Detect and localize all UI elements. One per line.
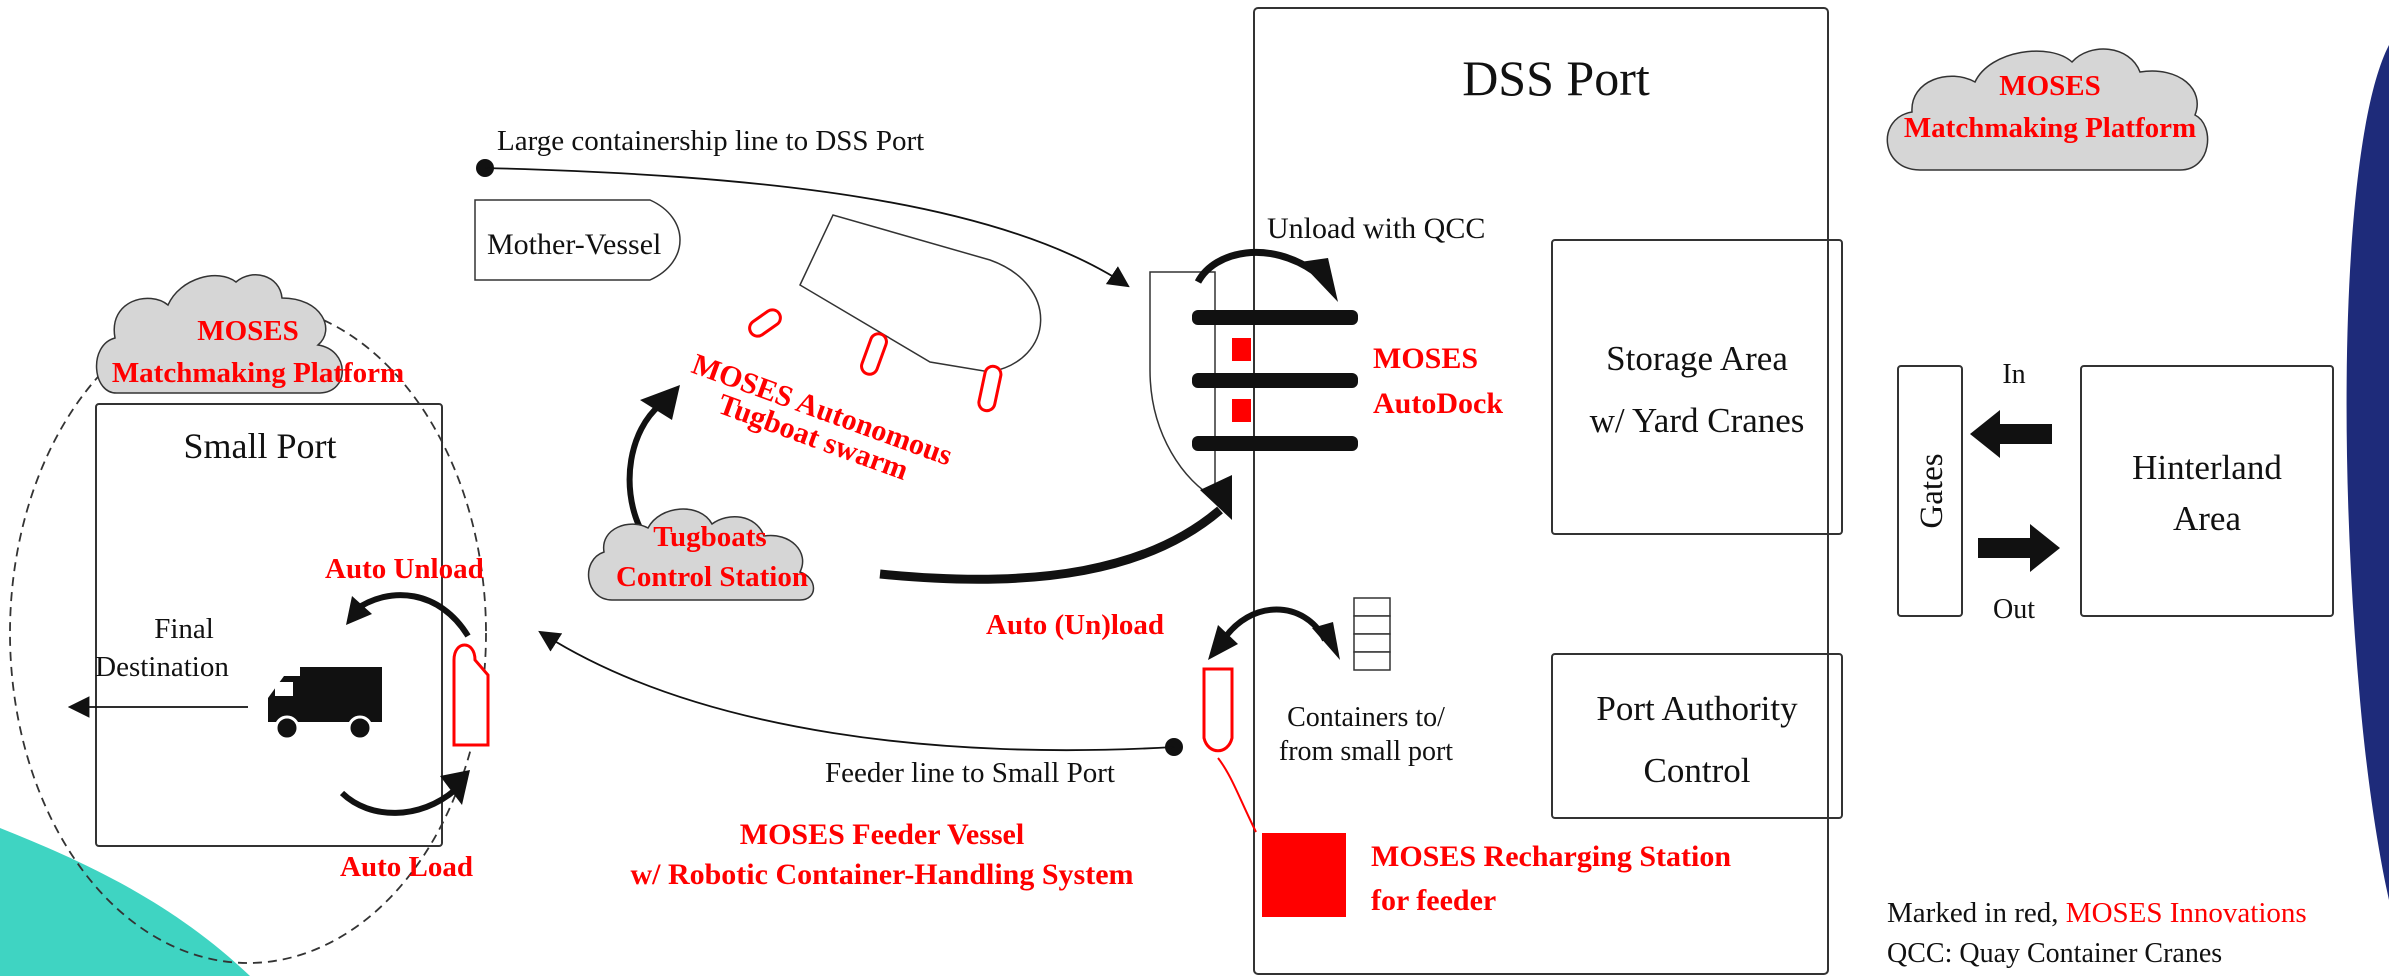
unload-arrow — [1194, 249, 1318, 284]
tugboat-1 — [748, 308, 782, 338]
port-authority-line2: Control — [1644, 751, 1751, 790]
tug-control-to-swarm-head — [640, 385, 680, 420]
auto-unload-label: Auto Unload — [325, 553, 484, 585]
mother-vessel-label: Mother-Vessel — [487, 228, 661, 261]
final-destination-line1: Final — [154, 613, 214, 645]
container-stack-4 — [1353, 651, 1391, 671]
tug-control-to-swarm-arrow — [626, 402, 662, 530]
feeder-vessel-line1: MOSES Feeder Vessel — [740, 818, 1024, 851]
legend-prefix: Marked in red, — [1887, 897, 2066, 929]
dss-port-title: DSS Port — [1462, 50, 1650, 106]
unload-qcc-label: Unload with QCC — [1267, 212, 1485, 245]
feeder-vessel-small-port — [452, 643, 490, 747]
gates-box — [1897, 365, 1963, 617]
mother-vessel-shape — [474, 199, 681, 281]
legend-highlight: MOSES Innovations — [2066, 897, 2307, 929]
quay-crane-2 — [1192, 373, 1358, 388]
hinterland-line2: Area — [2173, 499, 2241, 538]
tugboat-3 — [977, 364, 1003, 413]
auto-unload-dss-head-left — [1208, 625, 1238, 660]
port-authority-line1: Port Authority — [1596, 689, 1798, 728]
small-port-cloud-line1: MOSES — [197, 315, 299, 347]
auto-unload-dss-arrow — [1219, 606, 1328, 644]
in-label: In — [2002, 359, 2025, 390]
container-stack-1 — [1353, 597, 1391, 617]
recharging-line2: for feeder — [1371, 884, 1496, 917]
tugboat-2 — [860, 332, 888, 376]
small-port-cloud-line2: Matchmaking Platform — [112, 357, 404, 389]
large-line-arrow — [484, 167, 1130, 288]
hinterland-line1: Hinterland — [2132, 448, 2282, 487]
top-right-cloud-line2: Matchmaking Platform — [1904, 112, 2196, 144]
containers-line1: Containers to/ — [1287, 702, 1445, 733]
autodock-line2: AutoDock — [1373, 387, 1503, 420]
storage-area-line1: Storage Area — [1606, 339, 1788, 378]
legend-line1: Marked in red, MOSES Innovations — [1887, 897, 2307, 929]
out-arrow — [1978, 524, 2060, 572]
auto-load-label: Auto Load — [340, 851, 473, 883]
gates-label: Gates — [1914, 453, 1950, 528]
port-authority-box — [1551, 653, 1843, 819]
storage-area-line2: w/ Yard Cranes — [1590, 401, 1805, 440]
auto-unload-dss-head-right — [1312, 622, 1340, 660]
auto-unload-arrowhead — [346, 596, 372, 625]
top-right-cloud-line1: MOSES — [1999, 70, 2101, 102]
feeder-vessel-line2: w/ Robotic Container-Handling System — [630, 858, 1133, 891]
quay-crane-3 — [1192, 436, 1358, 451]
auto-unload-dss-label: Auto (Un)load — [986, 609, 1164, 641]
feeder-vessel-dss — [1202, 667, 1234, 753]
tug-control-line2: Control Station — [616, 561, 808, 593]
auto-load-arrow — [339, 787, 457, 816]
recharging-line1: MOSES Recharging Station — [1371, 840, 1731, 873]
charging-cable — [1217, 757, 1257, 833]
auto-load-arrowhead — [440, 770, 470, 805]
storage-area-box — [1551, 239, 1843, 535]
out-label: Out — [1993, 594, 2035, 625]
autodock-marker-2 — [1232, 399, 1251, 422]
truck-icon — [268, 667, 382, 741]
tug-control-to-dss-head — [1200, 475, 1232, 520]
unload-arrowhead — [1300, 258, 1338, 302]
quay-crane-1 — [1192, 310, 1358, 325]
approaching-ship-outline — [799, 214, 1042, 373]
legend-qcc: QCC: Quay Container Cranes — [1887, 938, 2222, 969]
in-arrow — [1970, 410, 2052, 458]
feeder-line-label: Feeder line to Small Port — [825, 757, 1115, 789]
small-port-title: Small Port — [183, 426, 336, 466]
large-line-label: Large containership line to DSS Port — [497, 125, 924, 157]
navy-swoosh — [2346, 45, 2389, 900]
hinterland-box — [2080, 365, 2334, 617]
autodock-marker-1 — [1232, 338, 1251, 361]
teal-swoosh — [0, 828, 250, 976]
container-stack-3 — [1353, 633, 1391, 653]
top-right-cloud — [1886, 48, 2209, 171]
tug-control-to-dss-arrow — [879, 506, 1223, 584]
dss-port-box — [1253, 7, 1829, 975]
containers-line2: from small port — [1279, 736, 1453, 767]
tug-control-cloud — [587, 508, 815, 601]
autodock-line1: MOSES — [1373, 342, 1478, 375]
small-port-cloud — [95, 274, 343, 394]
feeder-line-arrow — [538, 630, 1175, 752]
container-stack-2 — [1353, 615, 1391, 635]
small-port-boundary — [9, 302, 487, 964]
final-destination-line2: Destination — [95, 651, 229, 683]
tug-control-line1: Tugboats — [653, 521, 766, 553]
auto-unload-arrow — [353, 592, 471, 638]
recharging-station — [1262, 833, 1346, 917]
small-port-box — [95, 403, 443, 847]
